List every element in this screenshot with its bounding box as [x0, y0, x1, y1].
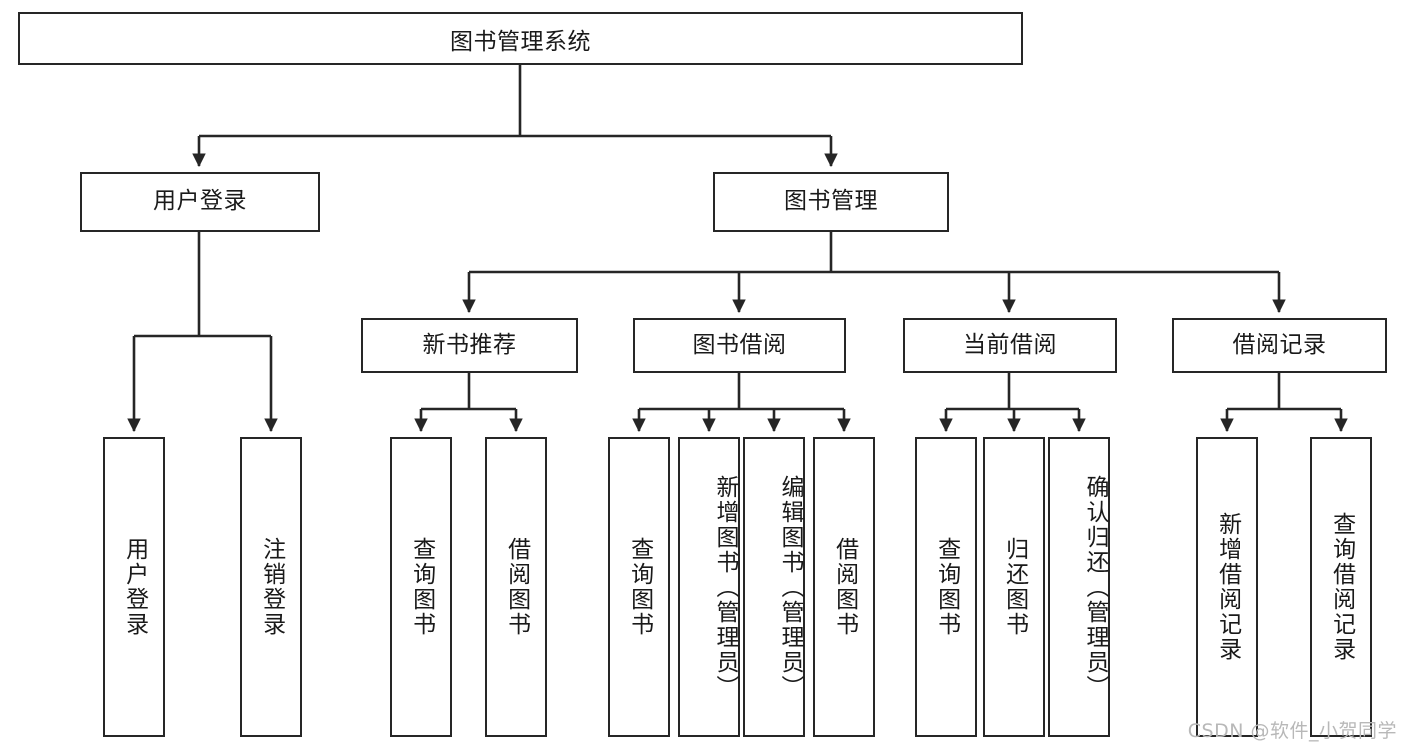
- node-book-borrow-label: 图书借阅: [692, 331, 787, 358]
- node-root[interactable]: 图书管理系统: [18, 12, 1023, 65]
- node-leaf-borrow-book-2[interactable]: 借阅图书: [813, 437, 875, 737]
- node-leaf-query-book-3[interactable]: 查询图书: [915, 437, 977, 737]
- node-book-manage-label: 图书管理: [784, 188, 878, 215]
- node-leaf-borrow-book-1[interactable]: 借阅图书: [485, 437, 547, 737]
- node-leaf-edit-book[interactable]: 编辑图书（管理员）: [743, 437, 805, 737]
- node-leaf-user-login[interactable]: 用户登录: [103, 437, 165, 737]
- node-current-borrow[interactable]: 当前借阅: [903, 318, 1117, 373]
- node-leaf-add-record-label: 新增借阅记录: [1214, 512, 1241, 662]
- node-leaf-query-book-2[interactable]: 查询图书: [608, 437, 670, 737]
- node-leaf-confirm-return-label: 确认归还（管理员）: [1082, 474, 1108, 700]
- node-leaf-confirm-return[interactable]: 确认归还（管理员）: [1048, 437, 1110, 737]
- node-leaf-query-record[interactable]: 查询借阅记录: [1310, 437, 1372, 737]
- node-leaf-query-book-1[interactable]: 查询图书: [390, 437, 452, 737]
- node-leaf-borrow-book-1-label: 借阅图书: [503, 537, 530, 637]
- csdn-watermark: CSDN @软件_小贺同学: [1187, 720, 1397, 742]
- node-leaf-query-book-2-label: 查询图书: [626, 537, 653, 637]
- node-new-book-rec-label: 新书推荐: [422, 331, 517, 358]
- node-leaf-return-book-label: 归还图书: [1001, 537, 1028, 637]
- node-user-login-label: 用户登录: [153, 188, 247, 215]
- node-user-login[interactable]: 用户登录: [80, 172, 320, 232]
- node-leaf-return-book[interactable]: 归还图书: [983, 437, 1045, 737]
- node-leaf-add-book[interactable]: 新增图书（管理员）: [678, 437, 740, 737]
- node-leaf-add-book-label: 新增图书（管理员）: [712, 474, 738, 700]
- node-borrow-record-label: 借阅记录: [1232, 331, 1327, 358]
- node-book-manage[interactable]: 图书管理: [713, 172, 949, 232]
- node-leaf-query-book-1-label: 查询图书: [408, 537, 435, 637]
- node-leaf-query-record-label: 查询借阅记录: [1328, 512, 1355, 662]
- node-leaf-add-record[interactable]: 新增借阅记录: [1196, 437, 1258, 737]
- node-leaf-edit-book-label: 编辑图书（管理员）: [777, 474, 803, 700]
- node-leaf-query-book-3-label: 查询图书: [933, 537, 960, 637]
- node-current-borrow-label: 当前借阅: [963, 331, 1057, 358]
- node-leaf-user-logout-label: 注销登录: [258, 537, 285, 637]
- node-new-book-rec[interactable]: 新书推荐: [361, 318, 578, 373]
- node-leaf-user-logout[interactable]: 注销登录: [240, 437, 302, 737]
- node-borrow-record[interactable]: 借阅记录: [1172, 318, 1387, 373]
- node-leaf-borrow-book-2-label: 借阅图书: [831, 537, 858, 637]
- node-book-borrow[interactable]: 图书借阅: [633, 318, 846, 373]
- node-root-label: 图书管理系统: [450, 28, 591, 55]
- node-leaf-user-login-label: 用户登录: [121, 537, 148, 637]
